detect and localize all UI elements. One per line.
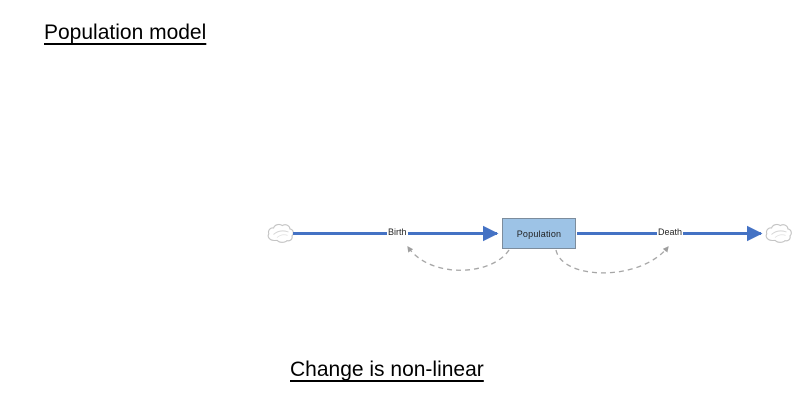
slide-caption: Change is non-linear <box>290 358 484 381</box>
death-flow-label: Death <box>657 227 684 238</box>
population-to-death-link <box>555 246 669 274</box>
population-stock-box[interactable]: Population <box>502 218 576 249</box>
birth-flow-label: Birth <box>387 227 408 238</box>
source-cloud-icon <box>267 223 294 243</box>
page-title: Population model <box>44 21 207 44</box>
population-stock-label: Population <box>516 228 562 239</box>
sink-cloud-icon <box>765 223 792 243</box>
population-to-birth-link <box>407 246 510 271</box>
